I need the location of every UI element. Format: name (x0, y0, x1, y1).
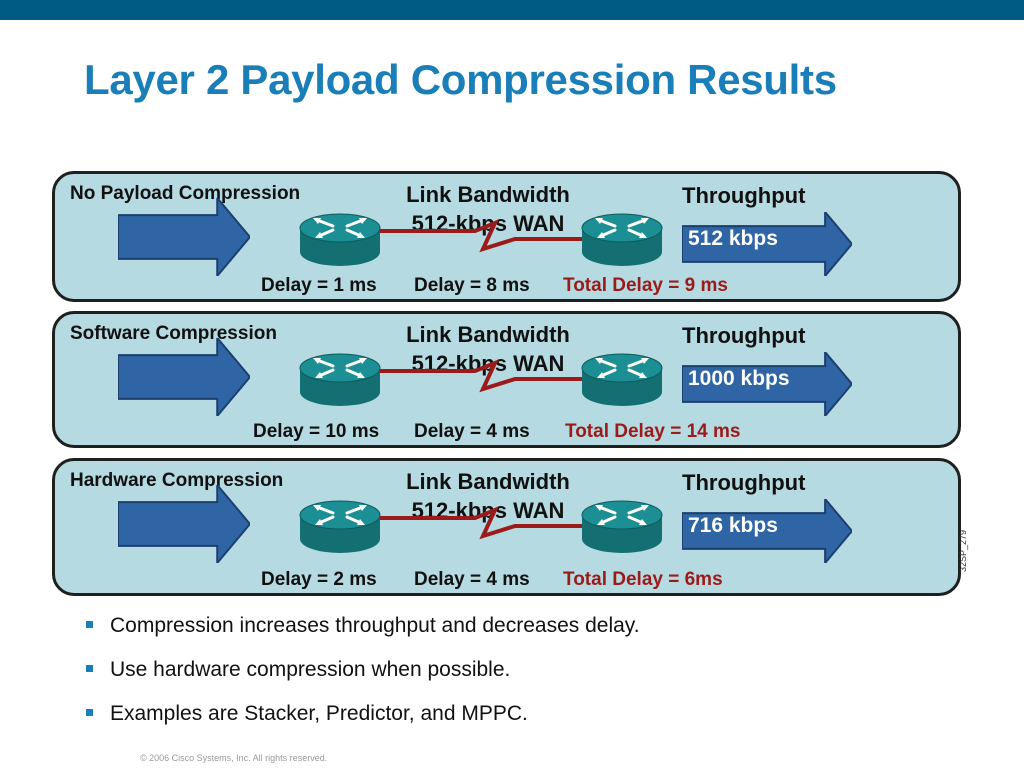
bullet-item: Use hardware compression when possible. (86, 656, 640, 700)
copyright-notice: © 2006 Cisco Systems, Inc. All rights re… (140, 753, 328, 763)
bullet-item: Examples are Stacker, Predictor, and MPP… (86, 700, 640, 744)
wan-link-icon (355, 219, 615, 253)
input-arrow-icon (118, 338, 250, 416)
total-delay: Total Delay = 14 ms (565, 421, 741, 442)
input-arrow-icon (118, 485, 250, 563)
bullet-square-icon (86, 709, 93, 716)
throughput-arrow-icon (682, 499, 852, 563)
input-arrow-icon (118, 198, 250, 276)
total-delay: Total Delay = 9 ms (563, 275, 728, 296)
router-delay: Delay = 10 ms (253, 421, 380, 442)
throughput-label: Throughput (682, 183, 806, 208)
router-icon (579, 352, 665, 412)
panel-label: Software Compression (70, 323, 277, 344)
slide-title: Layer 2 Payload Compression Results (84, 56, 837, 103)
wan-link-icon (355, 506, 615, 540)
bullet-list: Compression increases throughput and dec… (86, 612, 640, 744)
throughput-value: 512 kbps (688, 227, 778, 250)
router-icon (579, 499, 665, 559)
router-delay: Delay = 1 ms (261, 275, 377, 296)
link-bandwidth-label: Link Bandwidth (406, 182, 570, 207)
compression-panel: No Payload Compression Link Bandwidth 51… (52, 171, 961, 302)
figure-code: 32SP_279 (958, 529, 968, 572)
throughput-label: Throughput (682, 470, 806, 495)
throughput-value: 716 kbps (688, 514, 778, 537)
wan-link-icon (355, 359, 615, 393)
throughput-value: 1000 kbps (688, 367, 790, 390)
link-bandwidth-label: Link Bandwidth (406, 469, 570, 494)
link-bandwidth-label: Link Bandwidth (406, 322, 570, 347)
bullet-square-icon (86, 665, 93, 672)
link-delay: Delay = 8 ms (414, 275, 530, 296)
bullet-item: Compression increases throughput and dec… (86, 612, 640, 656)
bullet-square-icon (86, 621, 93, 628)
router-icon (297, 212, 383, 272)
top-bar (0, 0, 1024, 20)
compression-panel: Software Compression Link Bandwidth 512-… (52, 311, 961, 448)
link-delay: Delay = 4 ms (414, 569, 530, 590)
link-delay: Delay = 4 ms (414, 421, 530, 442)
throughput-arrow-icon (682, 212, 852, 276)
throughput-arrow-icon (682, 352, 852, 416)
throughput-label: Throughput (682, 323, 806, 348)
compression-panel: Hardware Compression Link Bandwidth 512-… (52, 458, 961, 596)
router-delay: Delay = 2 ms (261, 569, 377, 590)
router-icon (297, 499, 383, 559)
total-delay: Total Delay = 6ms (563, 569, 723, 590)
router-icon (297, 352, 383, 412)
panel-label: Hardware Compression (70, 470, 284, 491)
panel-label: No Payload Compression (70, 183, 301, 204)
router-icon (579, 212, 665, 272)
